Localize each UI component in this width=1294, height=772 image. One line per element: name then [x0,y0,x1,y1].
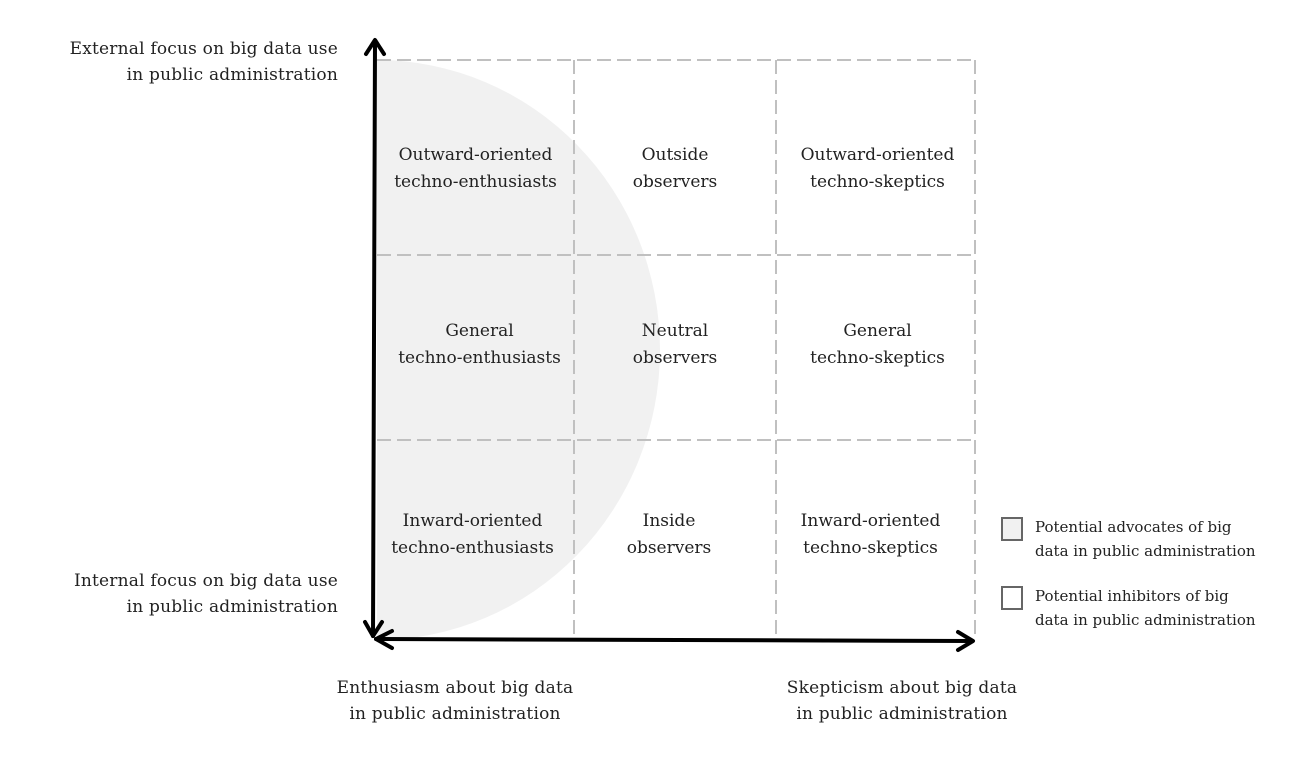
label-line: External focus on big data use [69,39,338,59]
legend-item-inhibitors: Potential inhibitors of big data in publ… [1001,584,1256,632]
cell-line: Outward-oriented [800,145,955,165]
legend-line: Potential inhibitors of big [1035,587,1229,605]
legend-item-advocates: Potential advocates of big data in publi… [1001,515,1256,563]
x-axis-arrow-left-icon [374,629,394,650]
cell-line: Inside [642,511,696,531]
advocates-swatch-icon [1001,517,1023,541]
x-axis-right-label: Skepticism about big data in public admi… [772,675,1032,727]
cell-line: Inward-oriented [800,511,941,531]
cell-inward-techno-skeptics: Inward-oriented techno-skeptics [769,508,972,562]
cell-general-techno-enthusiasts: General techno-enthusiasts [381,318,578,372]
cell-line: techno-enthusiasts [398,348,561,368]
cell-neutral-observers: Neutral observers [574,318,776,372]
advocates-region [377,60,660,640]
legend-line: Potential advocates of big [1035,518,1232,536]
label-line: Internal focus on big data use [73,571,338,591]
y-axis-bottom-label: Internal focus on big data use in public… [74,568,338,620]
label-line: Skepticism about big data [786,678,1018,698]
label-line: in public administration [796,704,1008,724]
cell-line: techno-enthusiasts [391,538,554,558]
legend-line: data in public administration [1035,611,1256,629]
cell-general-techno-skeptics: General techno-skeptics [776,318,979,372]
cell-outward-techno-skeptics: Outward-oriented techno-skeptics [776,142,979,196]
legend-label-inhibitors: Potential inhibitors of big data in publ… [1035,584,1256,632]
cell-line: observers [632,172,718,192]
label-line: in public administration [126,65,338,85]
x-axis-arrow-right-icon [956,630,975,652]
cell-line: observers [626,538,712,558]
cell-inward-techno-enthusiasts: Inward-oriented techno-enthusiasts [374,508,571,562]
cell-line: observers [632,348,718,368]
cell-line: Inward-oriented [402,511,543,531]
grid-lines [377,59,976,640]
x-axis-left-label: Enthusiasm about big data in public admi… [325,675,585,727]
legend-line: data in public administration [1035,542,1256,560]
cell-line: Outward-oriented [398,145,553,165]
legend-label-advocates: Potential advocates of big data in publi… [1035,515,1256,563]
x-axis-line [374,637,974,643]
cell-inside-observers: Inside observers [568,508,770,562]
cell-line: techno-skeptics [810,172,945,192]
y-axis-arrow-up-icon [364,38,386,56]
inhibitors-swatch-icon [1001,586,1023,610]
cell-line: techno-skeptics [803,538,938,558]
y-axis-line [371,40,377,638]
y-axis-arrow-down-icon [363,620,384,638]
cell-line: techno-enthusiasts [394,172,557,192]
label-line: Enthusiasm about big data [336,678,574,698]
cell-outward-techno-enthusiasts: Outward-oriented techno-enthusiasts [377,142,574,196]
cell-outside-observers: Outside observers [574,142,776,196]
cell-line: Neutral [641,321,709,341]
cell-line: General [843,321,912,341]
cell-line: Outside [641,145,709,165]
label-line: in public administration [349,704,561,724]
cell-line: General [445,321,514,341]
label-line: in public administration [126,597,338,617]
y-axis-top-label: External focus on big data use in public… [70,36,338,88]
cell-line: techno-skeptics [810,348,945,368]
